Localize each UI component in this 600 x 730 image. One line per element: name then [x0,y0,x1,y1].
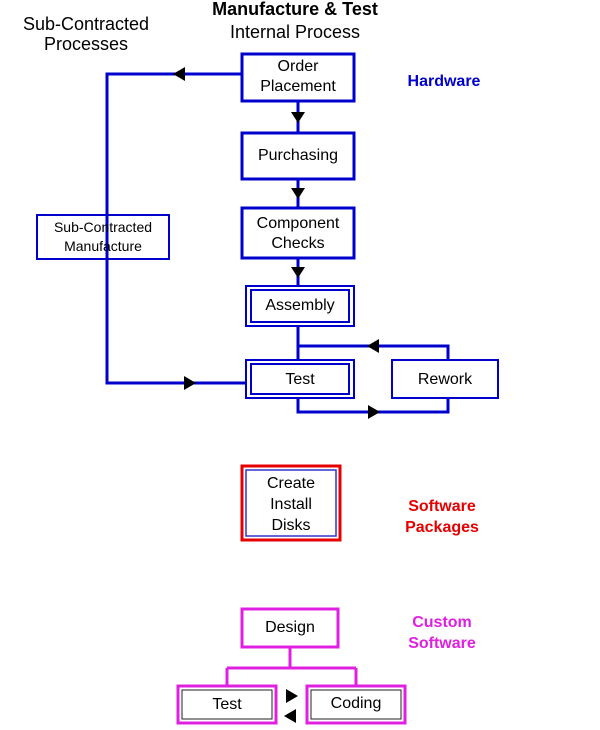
subcontracted-processes-title: Sub-Contracted Processes [22,14,150,54]
custom-software-section-label: Custom Software [408,614,476,652]
software-packages-section-label: Software Packages [405,498,479,536]
design-label: Design [265,619,315,636]
create-install-disks-box [240,464,342,542]
order-placement-label: Order Placement [260,58,336,95]
coding-box-inner [310,689,402,720]
arrow-purchasing-to-component [291,188,305,199]
subcontract-box [36,214,170,260]
rework-label: Rework [417,371,473,388]
arrow-coding-to-test [284,709,296,723]
design-box [240,607,340,649]
test-label: Test [285,371,315,388]
custom-test-box-inner [181,689,273,720]
component-checks-label: Component Checks [256,215,340,252]
hardware-section-label: Hardware [407,73,481,90]
test-box-outer [245,359,355,399]
arrow-test-to-rework [368,405,380,419]
arrow-component-to-assembly [291,267,305,278]
rework-box [391,359,499,399]
custom-test-label: Test [212,696,242,713]
custom-test-box-outer [176,684,278,725]
create-install-disks-label: Create Install Disks [266,475,316,534]
arrow-order-to-purchasing [291,112,305,123]
create-install-disks-inner [245,469,337,537]
assembly-box-outer [245,285,355,327]
arrow-to-subcontract [173,67,185,81]
arrow-subcontract-to-test [184,376,196,390]
purchasing-label: Purchasing [257,147,339,164]
arrow-rework-to-test [367,339,379,353]
subcontract-label: Sub-Contracted Manufacture [53,219,153,254]
test-box-inner [250,363,350,395]
assembly-box-inner [250,289,350,323]
manufacture-test-title: Manufacture & Test [212,0,378,19]
internal-process-subtitle: Internal Process [229,22,361,42]
assembly-label: Assembly [265,297,335,314]
coding-label: Coding [330,695,382,712]
arrow-test-to-coding [286,689,298,703]
coding-box-outer [305,684,407,725]
